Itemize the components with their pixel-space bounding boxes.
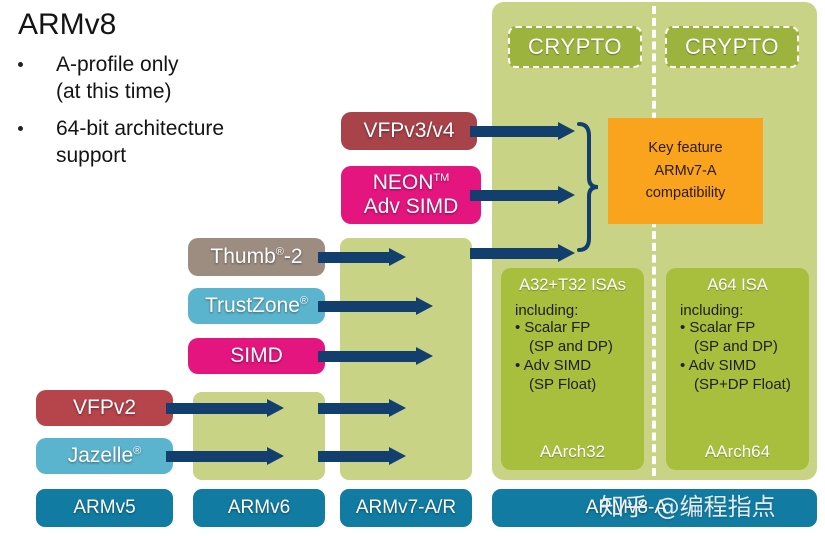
feature-pill-vfpv2: VFPv2 — [36, 390, 173, 426]
isa-item-detail: (SP and DP) — [694, 338, 778, 355]
isa-including-label: including: — [680, 302, 744, 319]
key-feature-line-3: compatibility — [645, 185, 726, 202]
key-feature-line-2: ARMv7-A — [654, 162, 717, 179]
feature-label: VFPv2 — [72, 396, 137, 420]
feature-label: TrustZone — [204, 294, 300, 318]
list-item: A-profile only (at this time) — [18, 52, 318, 106]
isa-item-detail: (SP Float) — [529, 376, 597, 394]
arrow-thumb2-to-armv7 — [318, 248, 406, 266]
isa-box-aarch64: A64 ISA including: • Scalar FP (SP and D… — [666, 268, 809, 470]
bullet-text: A-profile only (at this time) — [56, 53, 179, 103]
page-title: ARMv8 — [18, 8, 117, 41]
aarch32-aarch64-divider — [652, 6, 656, 476]
version-bar-armv6: ARMv6 — [193, 489, 325, 527]
version-label: ARMv7-A/R — [355, 497, 457, 518]
isa-footer: AArch32 — [539, 442, 606, 461]
isa-item: • Adv SIMD — [515, 357, 592, 375]
arrow-neon-to-armv8 — [470, 186, 575, 204]
bullet-dot-icon — [18, 125, 23, 131]
feature-sublabel: Adv SIMD — [363, 195, 459, 218]
key-feature-callout: Key feature ARMv7-A compatibility — [608, 118, 763, 224]
version-bar-armv8: ARMv8-A — [492, 489, 817, 527]
feature-pill-vfpv3v4: VFPv3/v4 — [341, 112, 477, 150]
feature-pill-jazelle: Jazelle® — [36, 438, 173, 474]
arrow-vfpv3v4-to-armv8 — [470, 122, 575, 140]
feature-label: Thumb — [210, 245, 276, 269]
feature-label: NEON — [372, 171, 434, 195]
bullet-dot-icon — [18, 62, 23, 67]
list-item: 64-bit architecture support — [18, 116, 318, 170]
feature-pill-thumb2: Thumb®-2 — [188, 238, 325, 276]
isa-title: A64 ISA — [707, 276, 768, 294]
version-bar-armv7: ARMv7-A/R — [340, 489, 472, 527]
isa-item-detail: (SP+DP Float) — [694, 376, 791, 394]
feature-label: VFPv3/v4 — [363, 119, 455, 143]
version-label: ARMv6 — [227, 497, 291, 518]
registered-icon: ® — [299, 295, 309, 308]
brace-to-key-feature — [577, 122, 599, 252]
arrow-armv6-to-armv7 — [318, 399, 406, 417]
zhihu-watermark: 知乎 @编程指点 — [600, 493, 776, 521]
feature-label-suffix: -2 — [283, 245, 303, 269]
isa-item: • Adv SIMD — [680, 357, 757, 375]
bullet-list: A-profile only (at this time) 64-bit arc… — [18, 52, 318, 180]
crypto-chip-aarch32: CRYPTO — [508, 26, 642, 68]
feature-pill-simd: SIMD — [188, 338, 325, 374]
isa-item: • Scalar FP — [680, 319, 756, 336]
key-feature-line-1: Key feature — [648, 139, 723, 156]
arrow-armv7-to-armv8 — [470, 244, 575, 262]
registered-icon: ® — [275, 246, 284, 259]
crypto-label: CRYPTO — [685, 34, 779, 59]
arrow-vfpv2-to-armv6 — [166, 399, 284, 417]
bullet-text: 64-bit architecture support — [56, 116, 225, 167]
feature-pill-neon: NEONTM Adv SIMD — [341, 166, 481, 224]
arrow-trustzone-to-armv7 — [318, 297, 433, 315]
crypto-label: CRYPTO — [528, 34, 622, 59]
isa-item: • Scalar FP — [515, 319, 591, 336]
arrow-simd-to-armv7 — [318, 347, 433, 365]
isa-item-detail: (SP and DP) — [529, 338, 613, 355]
isa-box-aarch32: A32+T32 ISAs including: • Scalar FP (SP … — [501, 268, 644, 470]
version-bar-armv5: ARMv5 — [36, 489, 173, 527]
trademark-icon: TM — [433, 172, 450, 185]
feature-pill-trustzone: TrustZone® — [188, 288, 325, 324]
version-label: ARMv8-A — [585, 497, 667, 518]
feature-label: SIMD — [230, 344, 283, 368]
isa-footer: AArch64 — [704, 442, 771, 461]
registered-icon: ® — [133, 445, 142, 458]
arrow-jazelle-to-armv6 — [166, 447, 284, 465]
version-label: ARMv5 — [73, 497, 136, 518]
arrow-armv6-to-armv7-lower — [318, 447, 406, 465]
crypto-chip-aarch64: CRYPTO — [665, 26, 799, 68]
feature-label: Jazelle — [67, 444, 134, 468]
isa-including-label: including: — [515, 302, 579, 319]
isa-title: A32+T32 ISAs — [519, 276, 626, 294]
